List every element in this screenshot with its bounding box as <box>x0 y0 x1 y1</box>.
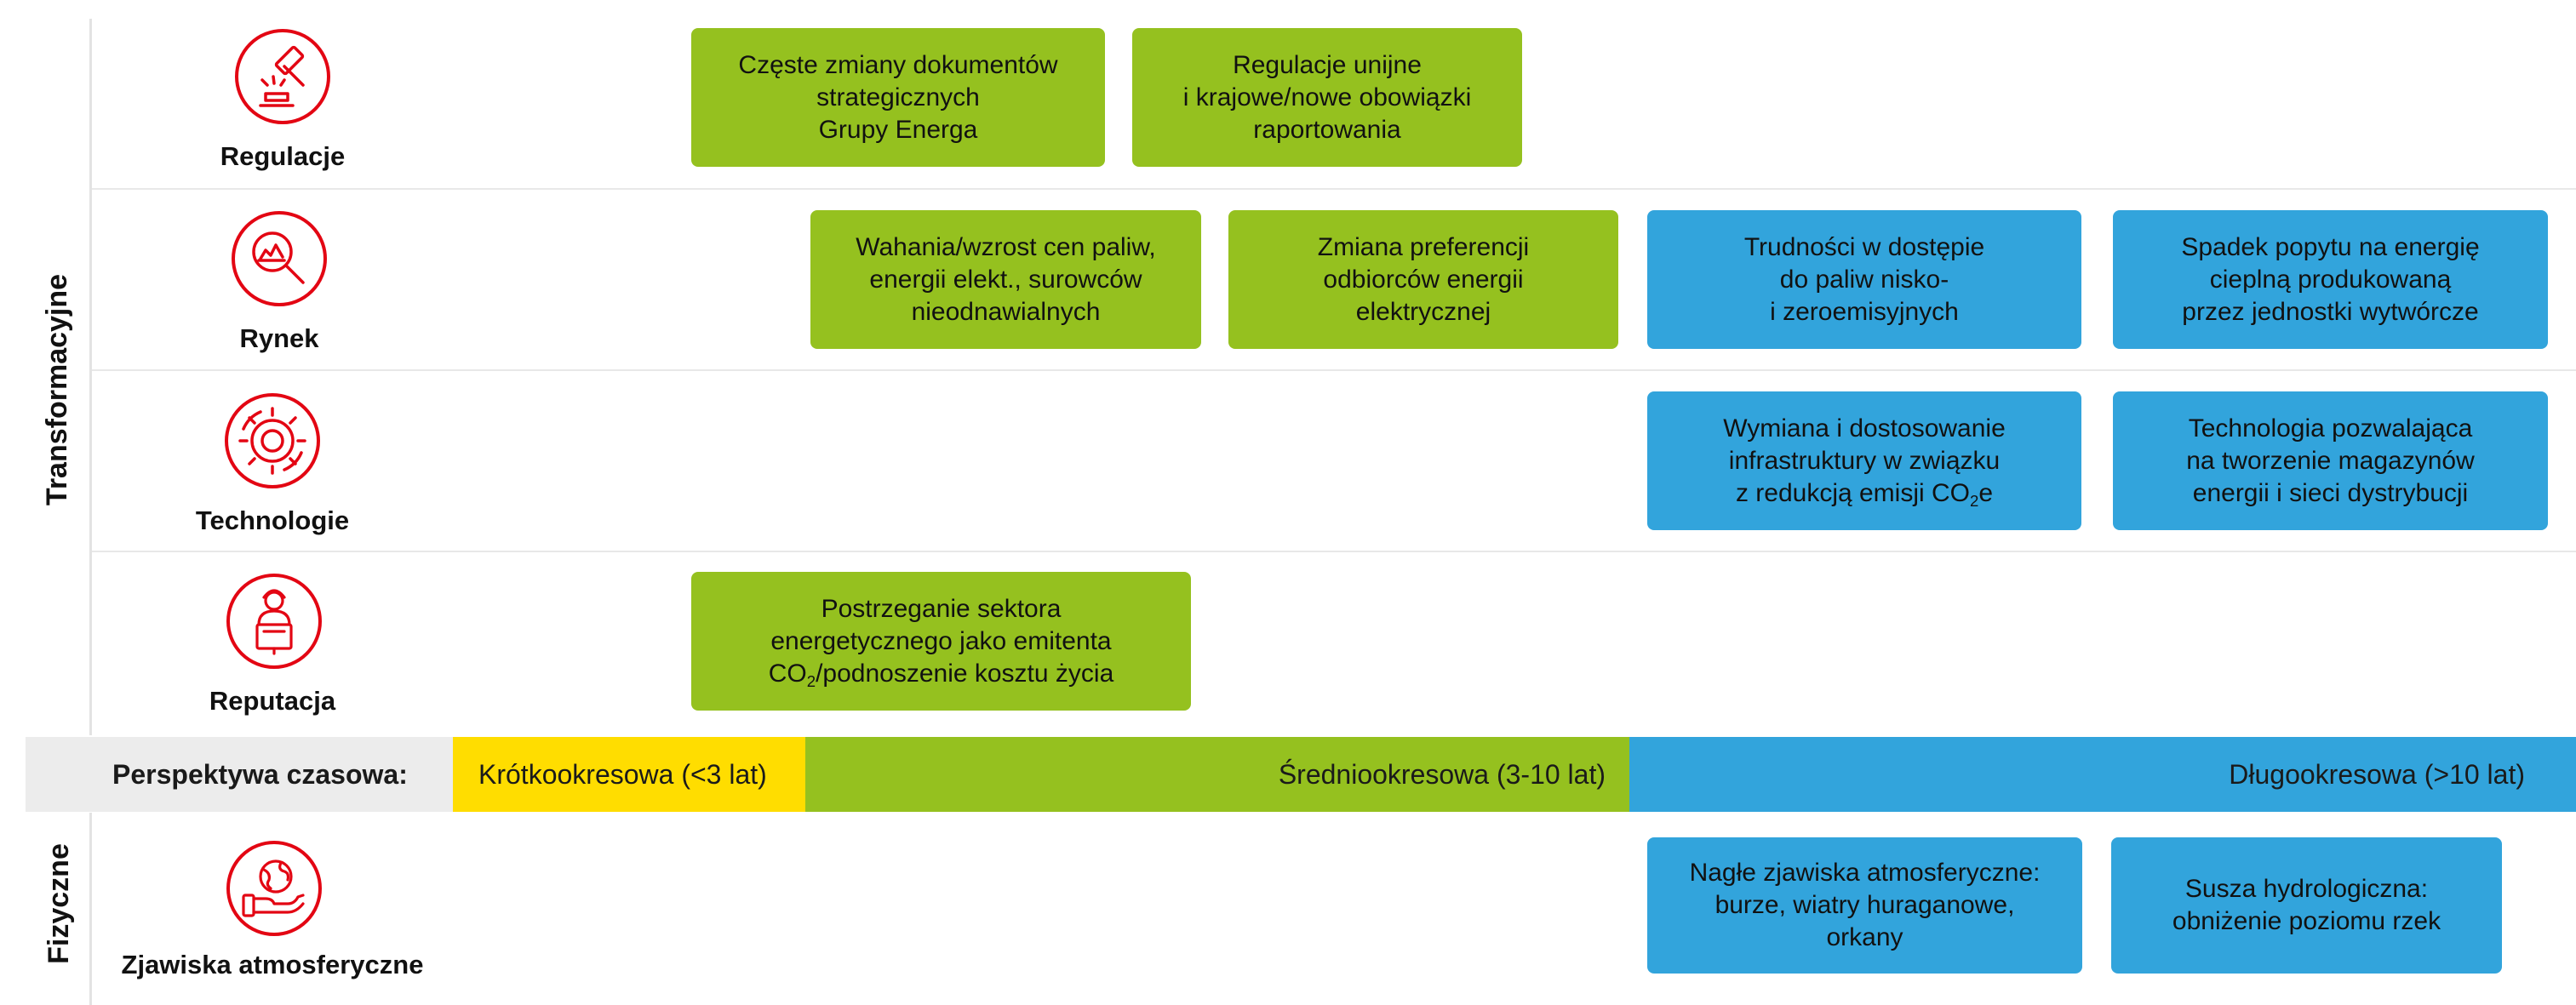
timeline-medium-term-label: Średniookresowa (3-10 lat) <box>1278 758 1606 790</box>
category-label-market: Rynek <box>239 323 319 353</box>
timeline-long-term: Długookresowa (>10 lat) <box>1629 737 2576 812</box>
row-divider-1 <box>92 188 2576 190</box>
left-divider-bottom <box>89 813 92 1005</box>
category-label-regulations: Regulacje <box>220 141 346 171</box>
risk-box-drought: Susza hydrologiczna:obniżenie poziomu rz… <box>2111 837 2502 974</box>
category-label-technology: Technologie <box>195 505 350 535</box>
left-divider-top <box>89 19 92 735</box>
group-label-transformational: Transformacyjne <box>41 273 73 506</box>
risk-box-fuel-prices: Wahania/wzrost cen paliw,energii elekt.,… <box>810 210 1201 349</box>
magnifier-chart-icon <box>230 209 329 308</box>
category-label-reputation: Reputacja <box>209 686 336 716</box>
group-label-physical: Fizyczne <box>43 843 75 964</box>
risk-box-infrastructure-replacement: Wymiana i dostosowanie infrastruktury w … <box>1647 391 2081 530</box>
row-divider-3 <box>92 551 2576 552</box>
gear-icon <box>223 391 322 490</box>
timeline-label: Perspektywa czasowa: <box>112 758 408 790</box>
timeline-long-term-label: Długookresowa (>10 lat) <box>2229 758 2525 790</box>
globe-hand-icon <box>225 839 323 938</box>
timeline-medium-term: Średniookresowa (3-10 lat) <box>805 737 1629 812</box>
gavel-icon <box>233 27 332 126</box>
timeline-short-term-label: Krótkookresowa (<3 lat) <box>478 758 767 790</box>
category-label-atmospheric: Zjawiska atmosferyczne <box>121 950 424 979</box>
speaker-podium-icon <box>225 572 323 671</box>
risk-box-sudden-weather: Nagłe zjawiska atmosferyczne:burze, wiat… <box>1647 837 2082 974</box>
timeline-short-term: Krótkookresowa (<3 lat) <box>453 737 805 812</box>
risk-box-sector-perception: Postrzeganie sektora energetycznego jako… <box>691 572 1191 711</box>
row-divider-2 <box>92 369 2576 371</box>
